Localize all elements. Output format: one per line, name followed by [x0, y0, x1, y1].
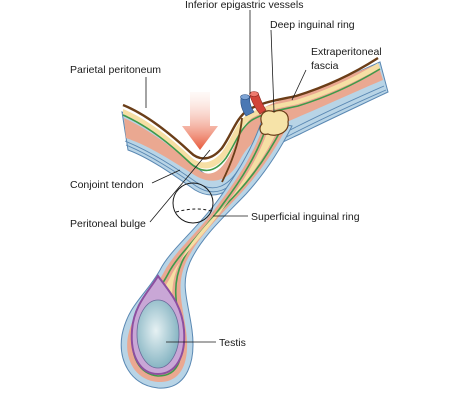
abdominal-wall [121, 56, 389, 196]
leader-extraperitoneal [291, 69, 307, 101]
leader-peritoneal-bulge [149, 149, 211, 223]
arrow-shaft [182, 92, 218, 150]
label-extraperitoneal-line2: fascia [311, 60, 339, 72]
superficial-ring-circle-1 [172, 182, 214, 224]
deep-inguinal-ring-bulge [259, 109, 289, 136]
leader-deep-ring [270, 29, 275, 113]
inferior-epigastric-vessels [240, 91, 267, 117]
testis [136, 299, 180, 369]
epigastric-vein [240, 95, 255, 117]
label-deep-inguinal-ring: Deep inguinal ring [270, 19, 355, 31]
label-inferior-epigastric-vessels: Inferior epigastric vessels [185, 0, 303, 11]
artery-lumen [249, 91, 259, 97]
dashed-ring-line [175, 208, 215, 213]
label-superficial-inguinal-ring: Superficial inguinal ring [251, 211, 360, 223]
extraperitoneal-fat-strip [123, 63, 380, 169]
label-testis: Testis [219, 337, 246, 349]
epigastric-artery [249, 92, 267, 115]
label-extraperitoneal-line1: Extraperitoneal [311, 46, 382, 58]
vein-lumen [240, 94, 250, 100]
label-peritoneal-bulge: Peritoneal bulge [70, 218, 146, 230]
processus-line [221, 117, 243, 183]
herniation-arrow [182, 92, 218, 150]
testis-group [130, 274, 186, 376]
parietal-peritoneum-line [122, 56, 379, 160]
label-conjoint-tendon: Conjoint tendon [70, 179, 144, 191]
label-parietal-peritoneum: Parietal peritoneum [70, 64, 161, 76]
leader-conjoint-tendon [151, 169, 181, 184]
